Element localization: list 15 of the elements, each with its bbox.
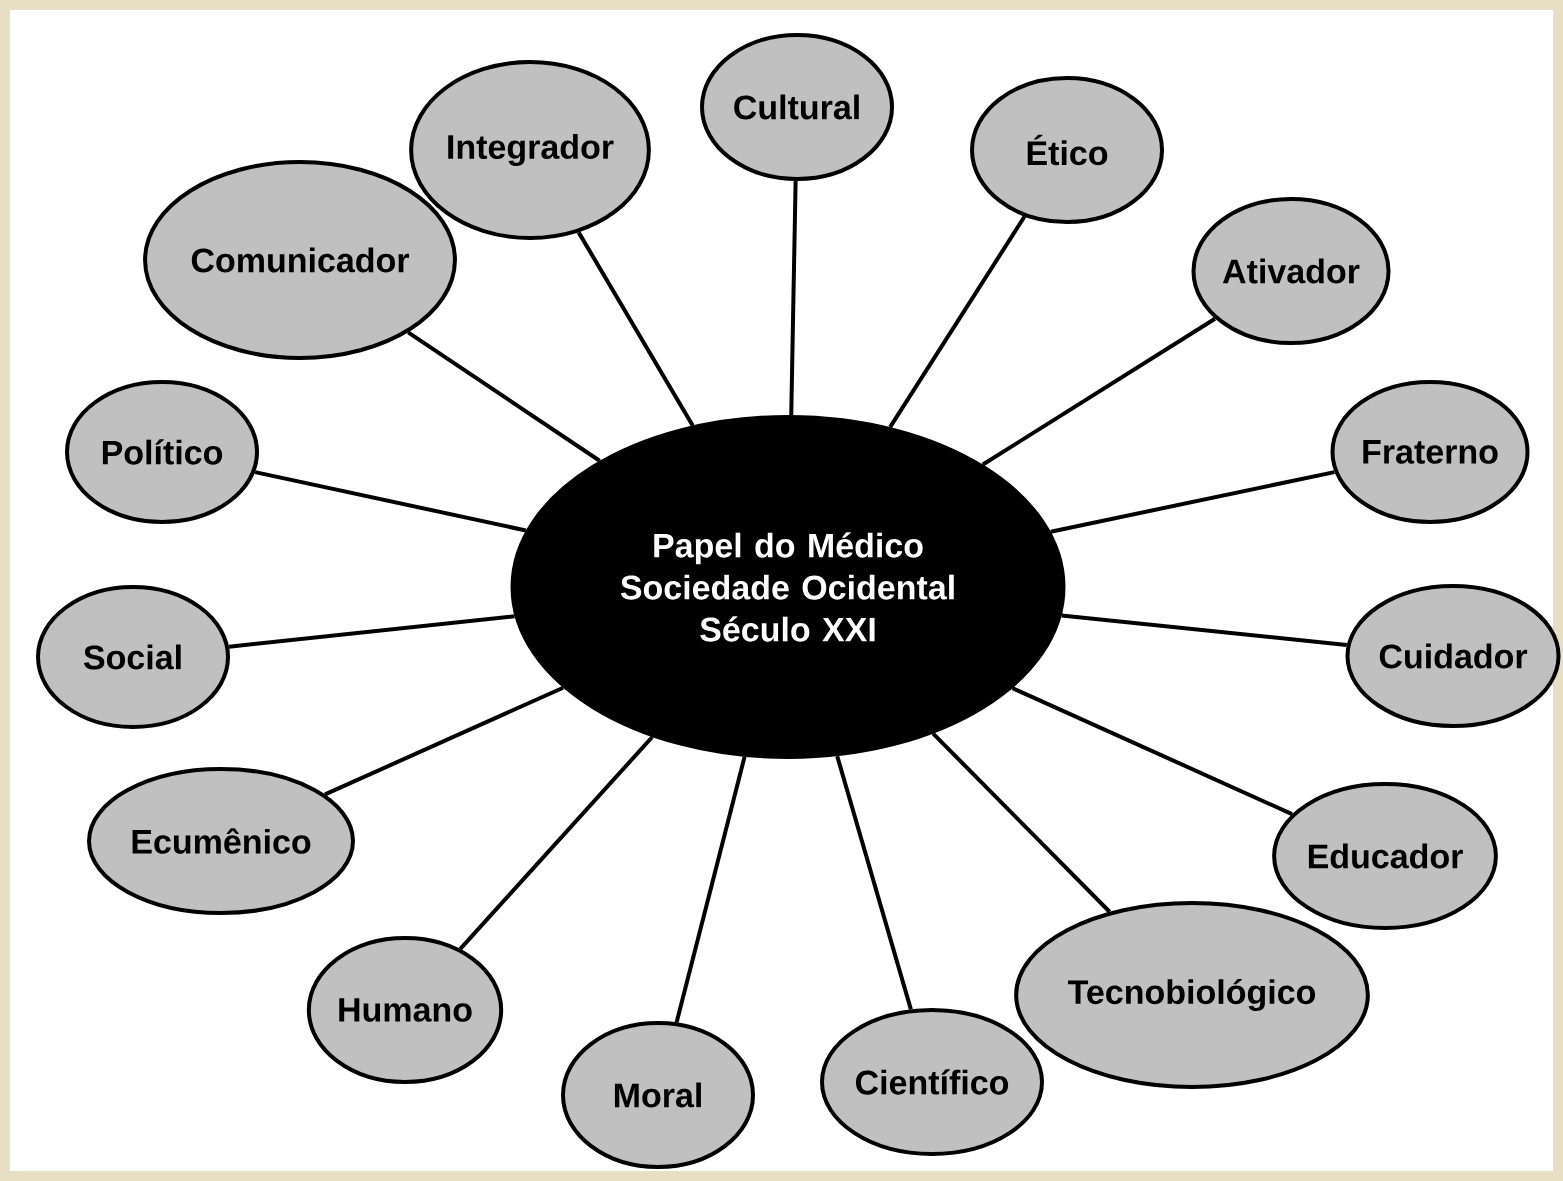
connector-line <box>1061 613 1347 647</box>
connector-line <box>576 231 695 427</box>
connector-line <box>228 614 515 649</box>
connector-line <box>1011 686 1293 816</box>
connector-line <box>931 732 1111 914</box>
connector-line <box>789 180 798 416</box>
connector-line <box>835 755 913 1010</box>
connector-line <box>888 215 1027 429</box>
connector-line <box>324 685 564 797</box>
connector-line <box>254 470 527 533</box>
connector-line <box>981 317 1217 467</box>
connector-line <box>407 330 601 463</box>
connector-line <box>1050 470 1335 534</box>
connector-line <box>674 756 747 1023</box>
connector-line <box>458 735 654 951</box>
